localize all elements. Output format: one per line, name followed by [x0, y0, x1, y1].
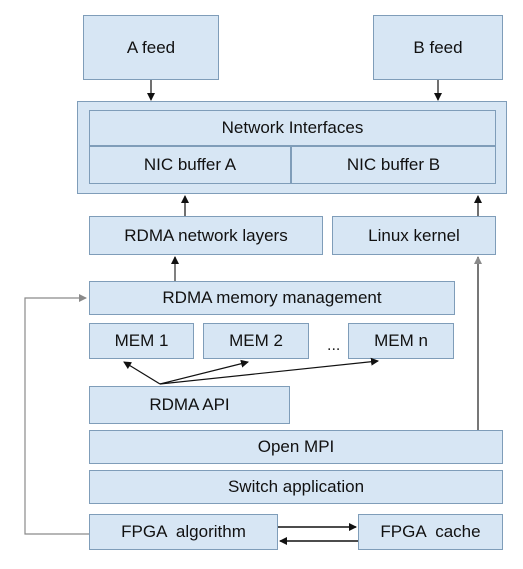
mem-2-label: MEM 2	[229, 331, 283, 350]
network-interfaces-label: Network Interfaces	[221, 118, 364, 137]
open-mpi-label: Open MPI	[257, 437, 335, 456]
arrow-fpga-to-rdma-memory	[24, 294, 89, 535]
nic-buffer-a-box: NIC buffer A	[89, 146, 291, 184]
nic-buffer-b-box: NIC buffer B	[291, 146, 496, 184]
arrow-rdma-api-to-mem-2	[159, 359, 249, 385]
rdma-api-box: RDMA API	[89, 386, 290, 424]
a-feed-label: A feed	[126, 37, 176, 57]
mem-n-label: MEM n	[374, 331, 428, 350]
mem-1-box: MEM 1	[89, 323, 194, 359]
arrow-rdma-api-to-mem-n	[159, 357, 379, 385]
b-feed-box: B feed	[373, 15, 503, 80]
arrow-rdma-api-to-mem-1	[123, 361, 161, 385]
rdma-api-label: RDMA API	[149, 395, 230, 414]
fpga-algorithm-label: FPGA algorithm	[121, 522, 246, 541]
linux-kernel-box: Linux kernel	[332, 216, 496, 255]
open-mpi-box: Open MPI	[89, 430, 503, 464]
mem-ellipsis: ...	[327, 337, 341, 354]
a-feed-box: A feed	[83, 15, 219, 80]
mem-1-label: MEM 1	[114, 331, 169, 350]
rdma-network-layers-label: RDMA network layers	[124, 225, 288, 245]
nic-buffer-a-label: NIC buffer A	[143, 155, 237, 174]
linux-kernel-label: Linux kernel	[368, 225, 460, 245]
rdma-memory-management-box: RDMA memory management	[89, 281, 455, 315]
network-interfaces-title: Network Interfaces	[89, 110, 496, 146]
rdma-network-layers-box: RDMA network layers	[89, 216, 323, 255]
fpga-cache-box: FPGA cache	[358, 514, 503, 550]
mem-n-box: MEM n	[348, 323, 454, 359]
fpga-cache-label: FPGA cache	[380, 522, 481, 541]
switch-application-box: Switch application	[89, 470, 503, 504]
mem-2-box: MEM 2	[203, 323, 309, 359]
b-feed-label: B feed	[413, 37, 463, 57]
switch-application-label: Switch application	[227, 477, 365, 496]
nic-buffer-b-label: NIC buffer B	[346, 155, 441, 174]
fpga-algorithm-box: FPGA algorithm	[89, 514, 278, 550]
rdma-memory-management-label: RDMA memory management	[162, 288, 382, 307]
